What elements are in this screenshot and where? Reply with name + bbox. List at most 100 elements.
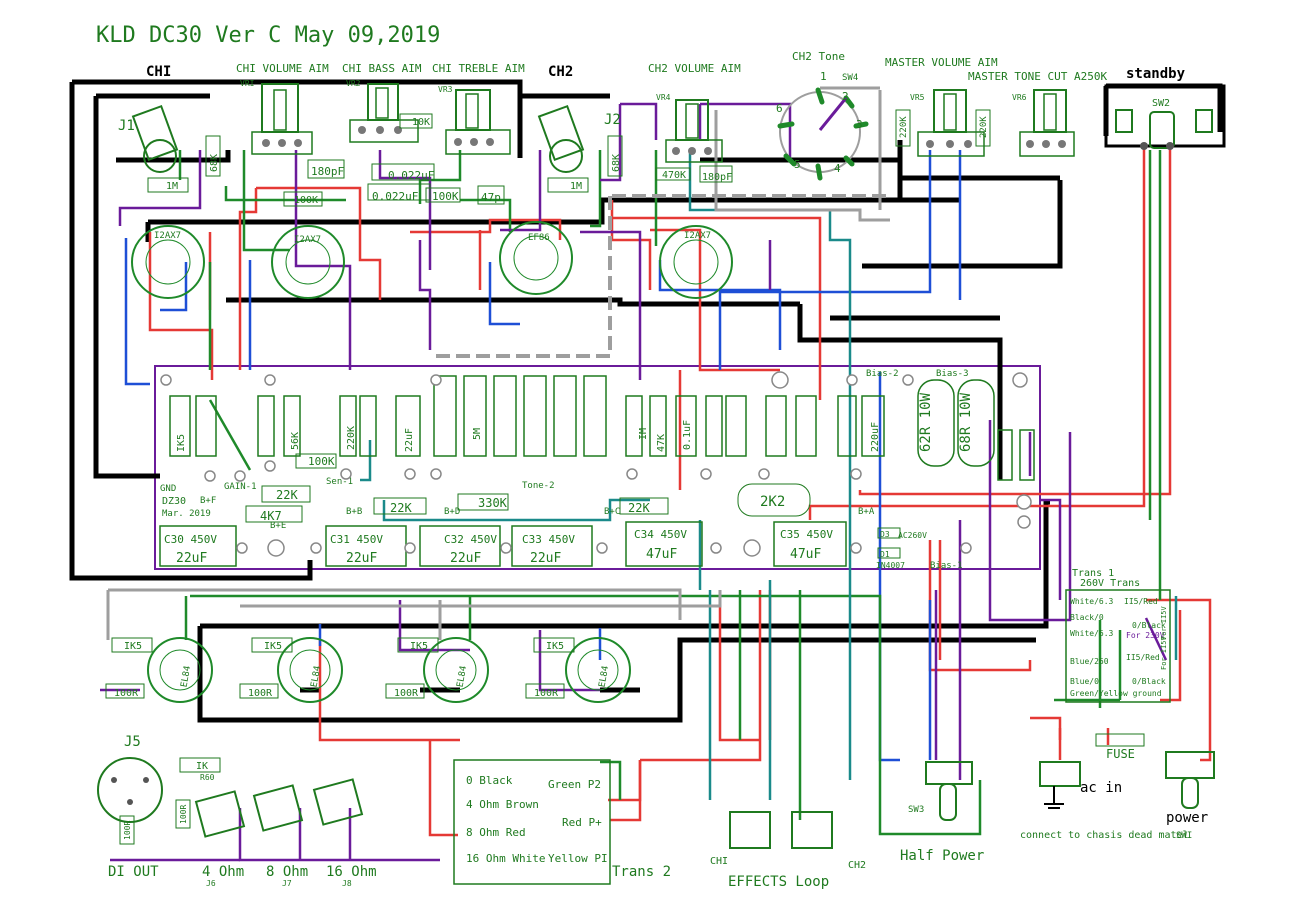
svg-text:EL84: EL84 bbox=[310, 665, 324, 688]
svg-text:22K: 22K bbox=[390, 501, 412, 515]
gray-dashed-wire bbox=[436, 196, 612, 358]
svg-text:Bias-1: Bias-1 bbox=[930, 561, 963, 571]
green-wires bbox=[178, 150, 1162, 836]
tube-v6: EL84 IK5 100R bbox=[239, 637, 343, 703]
svg-text:R60: R60 bbox=[200, 773, 215, 782]
cap-01uf: 0.1uF bbox=[682, 420, 693, 450]
trans1-subtitle: 260V Trans bbox=[1080, 578, 1140, 589]
vr2-cap1: 0.022uF bbox=[388, 169, 434, 182]
svg-text:0/Black: 0/Black bbox=[1132, 677, 1166, 686]
svg-text:IN4007: IN4007 bbox=[876, 561, 905, 570]
jack-j1: J1 68K 1M bbox=[118, 104, 221, 193]
svg-text:SWI: SWI bbox=[1176, 831, 1192, 841]
vr2-cap2: 0.022uF bbox=[372, 190, 418, 203]
svg-text:Green P2: Green P2 bbox=[548, 778, 601, 791]
res-ik5: IK5 bbox=[176, 434, 187, 452]
vr1-ref: VRI bbox=[240, 79, 255, 88]
v1-type: I2AX7 bbox=[154, 231, 181, 241]
svg-text:4 Ohm Brown: 4 Ohm Brown bbox=[466, 798, 539, 811]
svg-text:100R: 100R bbox=[123, 821, 132, 840]
power-tubes: EL84 IK5 100R EL84 IK5 100R EL84 IK5 100… bbox=[105, 637, 631, 703]
svg-text:2: 2 bbox=[842, 90, 849, 103]
ch1-bass-label: CHI BASS AIM bbox=[342, 62, 422, 75]
j6-label: 4 Ohm bbox=[202, 864, 244, 880]
svg-text:2K2: 2K2 bbox=[760, 494, 785, 510]
svg-text:22K: 22K bbox=[276, 488, 298, 502]
svg-text:White/6.3: White/6.3 bbox=[1070, 597, 1114, 606]
svg-text:GAIN-1: GAIN-1 bbox=[224, 482, 257, 492]
svg-text:D3: D3 bbox=[880, 530, 890, 539]
svg-text:5: 5 bbox=[794, 158, 801, 171]
svg-text:8 Ohm Red: 8 Ohm Red bbox=[466, 826, 526, 839]
pot-vr3: VR3 100K 47p bbox=[425, 85, 511, 205]
j1-r2: 1M bbox=[166, 181, 178, 192]
svg-text:EL84: EL84 bbox=[180, 665, 194, 688]
svg-text:Blue/260: Blue/260 bbox=[1070, 657, 1109, 666]
board-diodes: D3 D1 IN4007 AC260V bbox=[876, 527, 927, 570]
vr2-ref: VR2 bbox=[346, 79, 361, 88]
pot-vr2: VR2 10K 0.022uF 0.022uF bbox=[346, 79, 435, 203]
gray-wires bbox=[106, 86, 890, 640]
fuse-label: FUSE bbox=[1106, 747, 1135, 761]
board-resistors-top bbox=[169, 375, 1035, 481]
svg-text:Bias-2: Bias-2 bbox=[866, 369, 899, 379]
svg-text:C32 450V: C32 450V bbox=[444, 533, 497, 546]
vr4-resistor: 470K bbox=[662, 170, 686, 181]
trans1-block: Trans 1 260V Trans White/6.3 Black/0 Whi… bbox=[1065, 568, 1171, 703]
vr4-cap: 180pF bbox=[702, 172, 732, 183]
pot-vr4: VR4 470K 180pF bbox=[655, 93, 733, 183]
svg-text:J6: J6 bbox=[206, 879, 216, 888]
svg-text:0/Black: 0/Black bbox=[1132, 621, 1166, 630]
svg-text:1: 1 bbox=[820, 70, 827, 83]
board-date: Mar. 2019 bbox=[162, 509, 211, 519]
sw4-ref: SW4 bbox=[842, 73, 858, 83]
svg-text:47uF: 47uF bbox=[790, 547, 821, 562]
vr5-resistor-left: 220K bbox=[899, 116, 909, 138]
tube-v4: I2AX7 bbox=[659, 225, 733, 299]
svg-text:C31 450V: C31 450V bbox=[330, 533, 383, 546]
ch2-volume-label: CH2 VOLUME AIM bbox=[648, 62, 741, 75]
effects-label: EFFECTS Loop bbox=[728, 874, 829, 890]
svg-text:AC260V: AC260V bbox=[898, 531, 927, 540]
svg-text:Yellow PI: Yellow PI bbox=[548, 852, 608, 865]
board-name: DZ30 bbox=[162, 496, 186, 507]
svg-text:3: 3 bbox=[856, 118, 863, 131]
svg-text:16 Ohm White: 16 Ohm White bbox=[466, 852, 545, 865]
res-1m: IM bbox=[638, 428, 649, 440]
master-volume-label: MASTER VOLUME AIM bbox=[885, 56, 998, 69]
svg-text:C30 450V: C30 450V bbox=[164, 533, 217, 546]
v3-type: EF86 bbox=[528, 233, 550, 243]
red-wires bbox=[148, 146, 1212, 837]
svg-text:B+D: B+D bbox=[444, 507, 460, 517]
svg-text:For II5V: For II5V bbox=[1160, 635, 1168, 670]
j8-label: 16 Ohm bbox=[326, 864, 377, 880]
svg-text:IK5: IK5 bbox=[546, 641, 564, 652]
board-caps: C30 450V 22uF C31 450V 22uF C32 450V 22u… bbox=[159, 521, 847, 567]
svg-text:6: 6 bbox=[776, 102, 783, 115]
ch1-treble-label: CHI TREBLE AIM bbox=[432, 62, 525, 75]
cap-220uf: 220uF bbox=[870, 422, 881, 452]
vr5-resistor-right: 220K bbox=[979, 116, 989, 138]
main-pcb bbox=[154, 365, 1041, 570]
standby-label: standby bbox=[1126, 66, 1186, 82]
svg-text:II5/Red: II5/Red bbox=[1126, 653, 1160, 662]
svg-text:B+F: B+F bbox=[200, 496, 216, 506]
svg-text:100K: 100K bbox=[308, 455, 335, 468]
speaker-jacks: 4 Ohm J6 8 Ohm J7 16 Ohm J8 bbox=[194, 778, 377, 888]
tube-v3: EF86 bbox=[499, 221, 573, 295]
svg-text:100R: 100R bbox=[534, 688, 559, 699]
ch1-volume-label: CHI VOLUME AIM bbox=[236, 62, 329, 75]
svg-text:White/6.3: White/6.3 bbox=[1070, 629, 1114, 638]
svg-text:22K: 22K bbox=[628, 501, 650, 515]
svg-text:J7: J7 bbox=[282, 879, 292, 888]
di-out-label: DI OUT bbox=[108, 864, 159, 880]
tube-v8: EL84 IK5 100R bbox=[105, 637, 213, 703]
svg-text:Black/0: Black/0 bbox=[1070, 613, 1104, 622]
vr5-ref: VR5 bbox=[910, 93, 925, 102]
jack-j2: J2 68K 1M bbox=[537, 104, 623, 193]
res-220k: 220K bbox=[346, 426, 357, 450]
v4-type: I2AX7 bbox=[684, 231, 711, 241]
ac-in-label: ac in bbox=[1080, 780, 1122, 796]
vr3-resistor: 100K bbox=[432, 190, 459, 203]
svg-text:22uF: 22uF bbox=[176, 551, 207, 566]
